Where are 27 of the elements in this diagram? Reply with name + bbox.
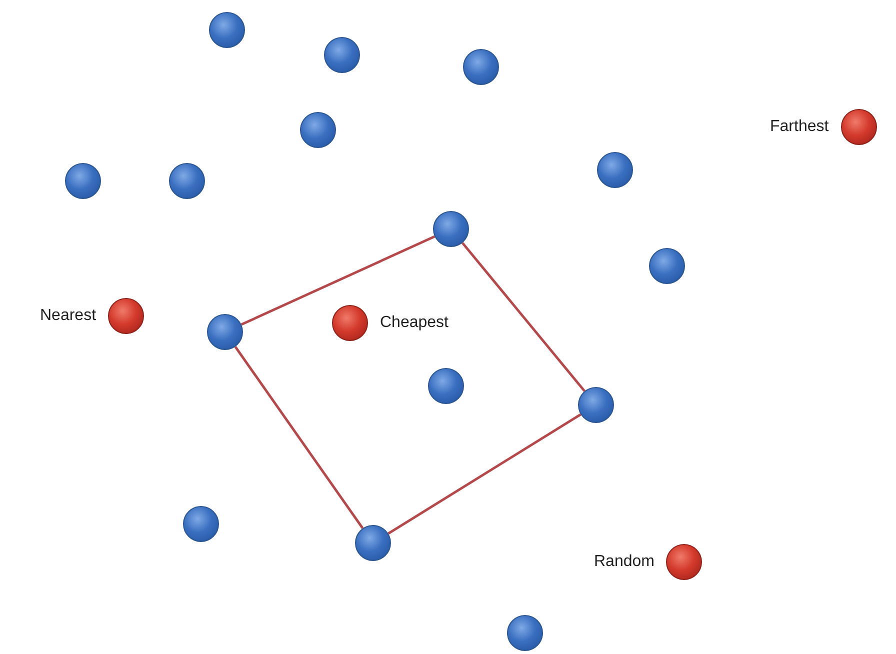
tour-line <box>388 413 582 535</box>
tour-line <box>234 346 364 529</box>
point-circle <box>433 211 469 247</box>
point-circle <box>507 615 543 651</box>
point-circle <box>209 12 245 48</box>
point-label: Farthest <box>770 117 829 137</box>
point-circle <box>463 49 499 85</box>
point-circle <box>207 314 243 350</box>
point-label: Nearest <box>40 306 96 326</box>
point-circle <box>108 298 144 334</box>
point-circle <box>841 109 877 145</box>
point-circle <box>332 305 368 341</box>
point-circle <box>428 368 464 404</box>
point-label: Cheapest <box>380 313 448 333</box>
point-circle <box>324 37 360 73</box>
point-circle <box>183 506 219 542</box>
point-circle <box>597 152 633 188</box>
tour-line <box>461 242 586 392</box>
tour-line <box>240 235 436 326</box>
point-circle <box>578 387 614 423</box>
point-circle <box>169 163 205 199</box>
point-circle <box>649 248 685 284</box>
point-label: Random <box>594 552 654 572</box>
point-circle <box>355 525 391 561</box>
point-circle <box>666 544 702 580</box>
point-circle <box>300 112 336 148</box>
point-circle <box>65 163 101 199</box>
